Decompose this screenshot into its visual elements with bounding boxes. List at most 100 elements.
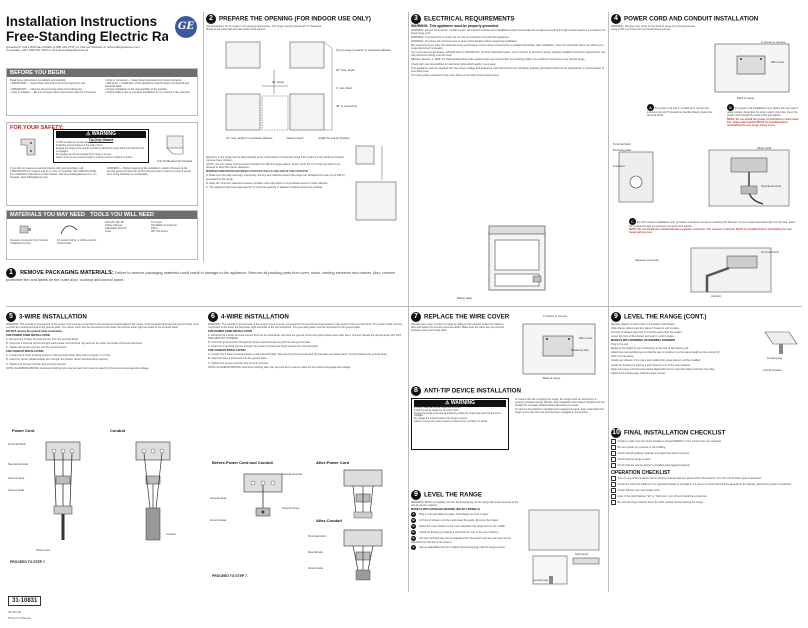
warning-banner: ⚠ WARNING — [56, 131, 146, 138]
warning-line: WARNING: To reduce risk of house fuse or… — [411, 40, 518, 44]
before-you-begin-title: BEFORE YOU BEGIN — [7, 69, 197, 77]
after-conduit-heading: After-Conduit — [316, 518, 342, 523]
diag-label: Neutral wire — [308, 550, 323, 554]
step-line: Adjust two rear leveling legs so that th… — [611, 351, 721, 355]
step-line: Check for leveling by placing a spirit l… — [419, 531, 499, 535]
body-para: The rating plate is located on the oven … — [411, 73, 500, 77]
step-number: 9 — [611, 312, 621, 322]
tools-title: TOOLS YOU WILL NEED — [90, 212, 154, 218]
anti-tip-warning-box: ⚠ WARNING A child or adult can tip the r… — [411, 398, 509, 450]
checkbox[interactable] — [611, 444, 616, 450]
step-4-warning: WARNING: Remove wire cover on the back o… — [611, 24, 696, 31]
checkbox[interactable] — [611, 499, 616, 505]
diag-label: Neutral terminal — [761, 184, 781, 188]
material-item: UL Listed 4-Wire or 3-Wire Cord & Strain… — [57, 239, 97, 246]
warning-label: WARNING — [91, 131, 117, 137]
materials-panel: MATERIALS YOU MAY NEED TOOLS YOU WILL NE… — [6, 210, 198, 260]
step-line: Slide unit into place. — [611, 355, 635, 359]
tip-over-warning-box: ⚠ WARNING Tip-Over Hazard A child or adu… — [53, 129, 149, 163]
checkbox[interactable] — [611, 450, 616, 456]
body-para: Effective January 1, 1996, the National … — [411, 58, 586, 62]
body-para: NOTE: Use a 6" power cord to prevent int… — [206, 163, 341, 170]
range-illustration — [483, 222, 553, 294]
checkbox[interactable] — [611, 456, 616, 462]
step-number: 4 — [611, 14, 621, 24]
ge-logo: GE — [175, 16, 197, 38]
tool-item: Safety Glasses — [105, 224, 123, 228]
body-para: We recommend you have the electrical wir… — [411, 44, 604, 51]
diag-label: Anti-tip bracket — [763, 368, 782, 372]
diag-label: Back of range — [543, 376, 561, 380]
tip-line: Re-engage the anti-tip bracket if the ra… — [56, 152, 112, 156]
checkbox[interactable] — [611, 438, 616, 444]
warning-label: WARNING — [450, 400, 476, 406]
dim-label: Install the anti-tip bracket — [318, 136, 350, 140]
warning-line: WARNING: To prevent fire or shock, do no… — [411, 35, 510, 39]
subhead: FOR CONDUIT INSTALLATION — [208, 349, 246, 353]
byb-line: • IMPORTANT — Save these instructions fo… — [10, 82, 86, 86]
questions-text: Questions? Call 1.800.GE.CARES (1.800.43… — [6, 45, 140, 49]
step-title: LEVEL THE RANGE (CONT.) — [624, 313, 707, 321]
checkbox[interactable] — [611, 481, 616, 487]
divider — [203, 12, 204, 262]
step-title: POWER CORD AND CONDUIT INSTALLATION — [624, 15, 759, 23]
subhead: MODELS WITH STORAGE DRAWER (SELECT MODEL… — [411, 507, 480, 511]
dim-label: 13" max. depth for overhead cabinets — [226, 136, 273, 140]
step-4-c-note: NOTE: Do not install the conduit without… — [629, 228, 792, 235]
diag-label: Spirit level — [575, 552, 588, 556]
step-5-dnr: DO NOT remove the ground strap connectio… — [6, 329, 63, 333]
checklist-item: Note: If the clock flashes "SF" or "bad … — [617, 494, 708, 498]
body-para: B. Allow 30" minimum clearance between s… — [206, 181, 329, 185]
checkbox[interactable] — [611, 487, 616, 493]
checklist-item: Check to make sure the circuit breaker i… — [617, 439, 722, 443]
tip-line: Failure to do so can result in death or … — [414, 420, 488, 423]
step-9-warning: WARNING: Before completely remove the le… — [411, 500, 519, 507]
step-line: B. Insert the center (white/neutral) wir… — [6, 358, 109, 362]
step-letter: E — [411, 535, 416, 541]
sub-text: For 3/4" conduit installations only, pur… — [629, 221, 796, 228]
step-number: 7 — [411, 312, 421, 322]
body-para: C. The appliance has been approved for 0… — [206, 185, 323, 189]
step-4-note: NOTE: Do not install the power cord with… — [727, 118, 800, 128]
step-line: Lift front of drawer until the stops cle… — [419, 519, 500, 523]
diag-label: Conduit — [711, 294, 721, 298]
step-line: The front leveling legs can be adjusted … — [411, 537, 511, 544]
checkbox[interactable] — [611, 475, 616, 481]
step-line: Lift front of drawer and push in until t… — [611, 330, 683, 334]
leg-diagram — [761, 322, 801, 362]
terminal-block-diagram — [613, 142, 799, 212]
checkbox[interactable] — [611, 462, 616, 468]
diag-label: Terminal block — [761, 250, 779, 254]
before-you-begin-list: Read these instructions completely and c… — [7, 77, 197, 96]
diag-label: Wire cover — [771, 60, 785, 64]
step-line: Replace drawer so that it does not inter… — [611, 322, 676, 326]
step-letter: C — [411, 523, 416, 529]
step-7-text: Replace wire cover on back of range by s… — [411, 322, 504, 332]
diag-label: Ground screw — [282, 506, 300, 510]
diag-label: Ground wire — [308, 566, 324, 570]
step-title: PREPARE THE OPENING (FOR INDOOR USE ONLY… — [219, 15, 371, 23]
wire-cover-diagram — [515, 318, 603, 378]
bracket-kit-label: Anti-Tip Bracket Kit Included — [157, 159, 193, 163]
byb-line: • Note to Consumer — Keep these instruct… — [105, 79, 183, 82]
divider — [6, 306, 802, 307]
step-line: Adjust front leveling legs until the ran… — [611, 371, 666, 375]
subhead: FOR POWER CORD INSTALLATION — [208, 329, 252, 333]
opening-diagram — [224, 38, 334, 134]
step-line: NOTE: ALUMINUM WIRING: Aluminum building… — [208, 365, 352, 369]
title-line1: Installation Instructions — [6, 14, 158, 29]
diag-label: 2 screws to remove — [543, 314, 568, 318]
tip-line: Engage the range to the anti-tip bracket… — [56, 146, 145, 153]
step-number: 1 — [6, 268, 16, 278]
checkbox[interactable] — [611, 493, 616, 499]
tip-line: Install the anti-tip bracket to the wall… — [414, 409, 459, 412]
step-title: REPLACE THE WIRE COVER — [424, 313, 510, 321]
conduit-heading: Conduit — [110, 428, 126, 433]
divider — [408, 12, 409, 592]
for-your-safety: FOR YOUR SAFETY: ⚠ WARNING Tip-Over Haza… — [6, 122, 198, 206]
step-title: ELECTRICAL REQUIREMENTS — [424, 15, 515, 23]
materials-title: MATERIALS YOU MAY NEED — [10, 212, 85, 218]
